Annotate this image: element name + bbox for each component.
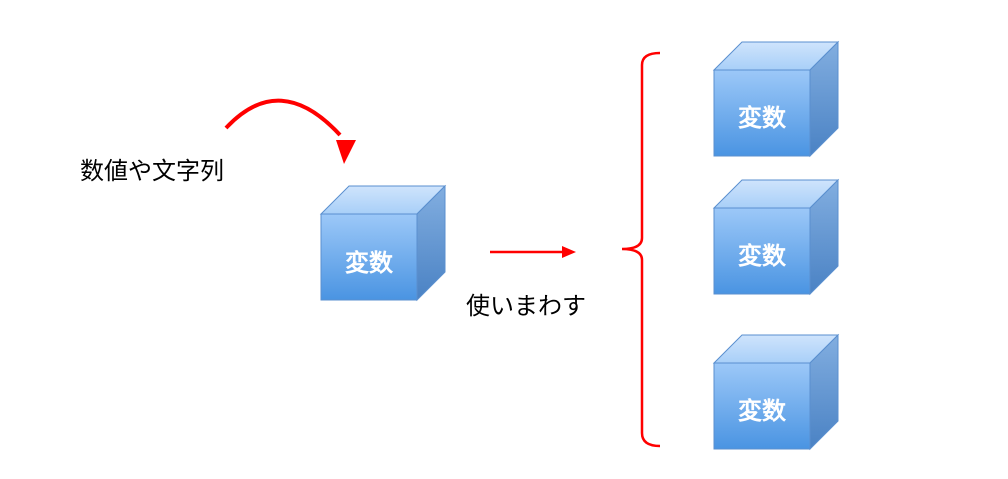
variable-cube-1: 変数 [738,104,786,132]
source-label: 数値や文字列 [80,157,224,185]
cube-side-3 [809,333,839,451]
cube-side-0 [416,184,446,302]
variable-cube-2: 変数 [738,242,786,270]
variable-cube-3: 変数 [738,397,786,425]
cube-side-2 [809,178,839,296]
curved-arrow [224,98,342,137]
straight-arrow-head [562,246,576,258]
reuse-label: 使いまわす [466,292,586,320]
curly-brace [621,51,661,448]
curved-arrow-head [336,140,356,164]
cube-side-1 [809,40,839,158]
variable-cube-main: 変数 [345,249,393,277]
